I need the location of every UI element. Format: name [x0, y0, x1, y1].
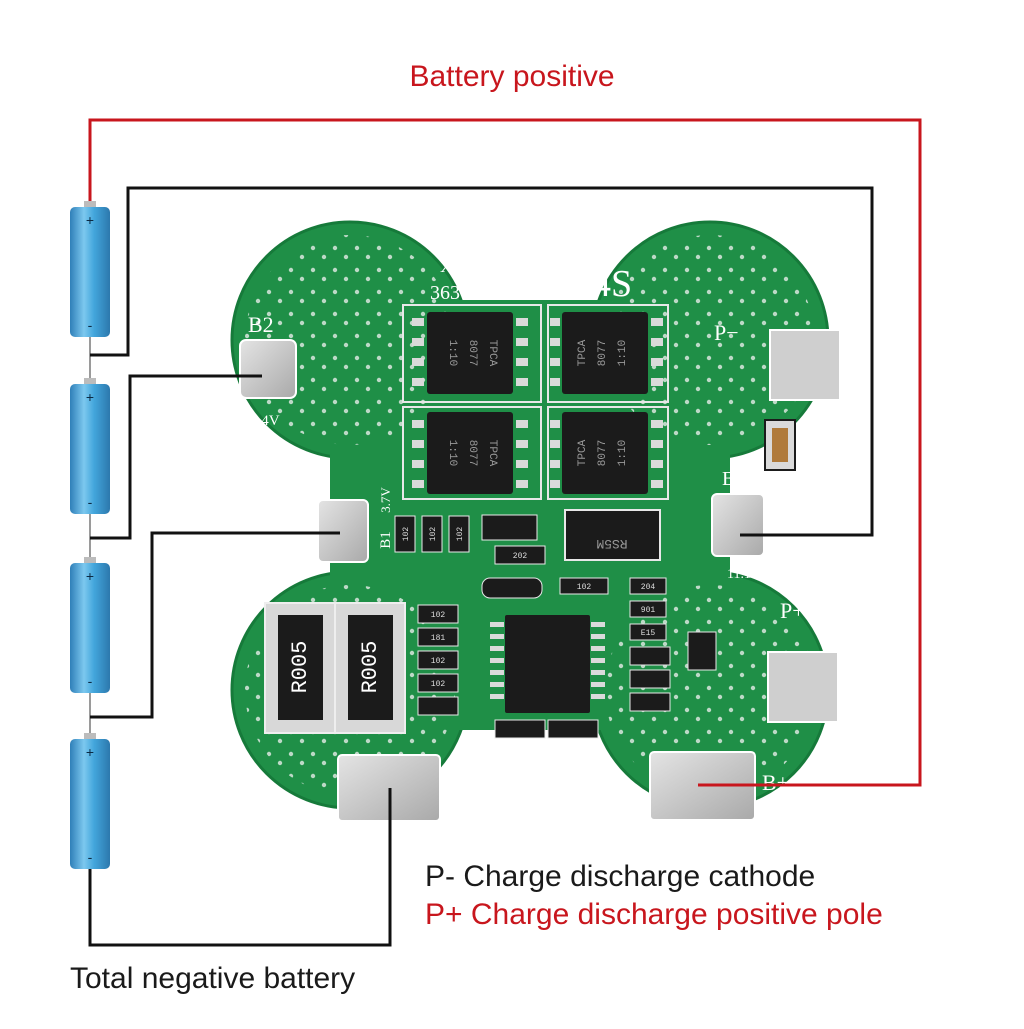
board-text-xr: XR [440, 255, 468, 277]
battery-cell-icon: + - [70, 201, 110, 337]
svg-text:-: - [88, 317, 93, 333]
smd-part: 102 [394, 515, 416, 553]
smd-part: 102 [417, 650, 459, 670]
wire-b3 [90, 186, 874, 537]
chip-text: 8077 [466, 440, 478, 466]
pad-b3 [711, 493, 765, 557]
pad-label-p-plus: P+ [780, 598, 805, 623]
battery-cell-icon: + - [70, 733, 110, 869]
smd-part: 102 [417, 673, 459, 693]
pad-p-plus [767, 651, 839, 723]
smd-part: 102 [448, 515, 470, 553]
wire-total-negative [88, 788, 392, 947]
chip-text: 1:10 [617, 340, 629, 366]
mosfet-pins [412, 318, 663, 488]
svg-text:102: 102 [431, 611, 446, 620]
svg-text:204: 204 [641, 583, 656, 592]
pad-voltage-b3: 11.1V [727, 567, 761, 582]
chip-text: 1:10 [446, 340, 458, 366]
pad-voltage-b2: 7.4V [250, 413, 280, 429]
total-negative-label: Total negative battery [70, 962, 356, 995]
chip-text: 1:10 [617, 440, 629, 466]
chip-text: TPCA [577, 339, 589, 366]
protection-ic [490, 615, 605, 713]
wire-b1 [90, 531, 340, 719]
smd-part: 202 [494, 545, 546, 565]
pad-label-b3: B3 [722, 468, 745, 490]
svg-text:102: 102 [402, 527, 411, 542]
smd-components: 102 102 102 202 102 204 901 E15 102 181 … [394, 419, 796, 739]
pad-p-minus [769, 329, 841, 401]
shunt-resistor-2: R005 [334, 602, 406, 734]
pad-voltage-b-plus: 14.8V [585, 767, 620, 782]
chip-text: TPCA [577, 439, 589, 466]
smd-part: 102 [417, 604, 459, 624]
pad-b1 [317, 499, 369, 563]
chip-text-3: 1:10 8077 TPCA [446, 440, 498, 467]
svg-text:202: 202 [513, 552, 528, 561]
smd-part: 901 [629, 600, 667, 618]
svg-text:+: + [86, 212, 94, 228]
chip-text: 8077 [597, 340, 609, 366]
chip-text: TPCA [486, 340, 498, 367]
pad-label-b2: B2 [248, 312, 274, 337]
svg-text:-: - [88, 494, 93, 510]
svg-text:+: + [86, 744, 94, 760]
chip-text-1: 1:10 8077 TPCA [446, 340, 498, 367]
svg-text:+: + [86, 568, 94, 584]
pad-b2 [239, 339, 297, 399]
svg-text:102: 102 [429, 527, 438, 542]
mosfet-group [402, 304, 669, 500]
smd-part: 102 [421, 515, 443, 553]
chip-text-4: TPCA 8077 1:10 [577, 439, 629, 466]
chip-text: 1:10 [446, 440, 458, 466]
legend-p-minus: P- Charge discharge cathode [425, 860, 816, 893]
pad-label-b-minus: B− [445, 765, 472, 790]
battery-cell-icon: + - [70, 557, 110, 693]
pad-label-p-minus: P− [714, 320, 739, 345]
wire-battery-positive [88, 118, 922, 787]
svg-text:+: + [86, 389, 94, 405]
chip-text: 8077 [597, 440, 609, 466]
legend-p-plus: P+ Charge discharge positive pole [425, 898, 883, 931]
shunt-resistor-1: R005 [264, 602, 336, 734]
diode-text: RS5M [596, 536, 627, 551]
chip-text: 8077 [466, 340, 478, 366]
smd-part: E15 [629, 623, 667, 641]
battery-positive-label: Battery positive [409, 60, 615, 93]
diode: RS5M [564, 509, 661, 561]
svg-text:E15: E15 [641, 629, 656, 638]
smd-part: 102 [559, 577, 609, 595]
pad-label-b-plus: B+ [762, 770, 789, 795]
smd-part: 181 [417, 627, 459, 647]
smd-part: 204 [629, 577, 667, 595]
board-text-model: 3636. [430, 282, 475, 304]
svg-text:102: 102 [431, 657, 446, 666]
svg-text:-: - [88, 849, 93, 865]
svg-text:102: 102 [431, 680, 446, 689]
board-text-series: 4S [592, 263, 632, 305]
pad-label-b1: B1 [378, 531, 394, 549]
svg-text:181: 181 [431, 634, 446, 643]
wire-b2 [90, 374, 262, 540]
svg-text:102: 102 [577, 583, 592, 592]
battery-cell-icon: + - [70, 378, 110, 514]
chip-text-2: TPCA 8077 1:10 [577, 339, 629, 366]
chip-text: TPCA [486, 440, 498, 467]
svg-text:901: 901 [641, 606, 656, 615]
mosfet-chips [427, 312, 648, 494]
pad-voltage-b1: 3.7V [378, 487, 393, 513]
svg-text:102: 102 [456, 527, 465, 542]
battery-stack: + - + - + - + - [70, 201, 110, 869]
resistor-text: R005 [288, 641, 313, 694]
svg-text:-: - [88, 673, 93, 689]
resistor-text: R005 [358, 641, 383, 694]
